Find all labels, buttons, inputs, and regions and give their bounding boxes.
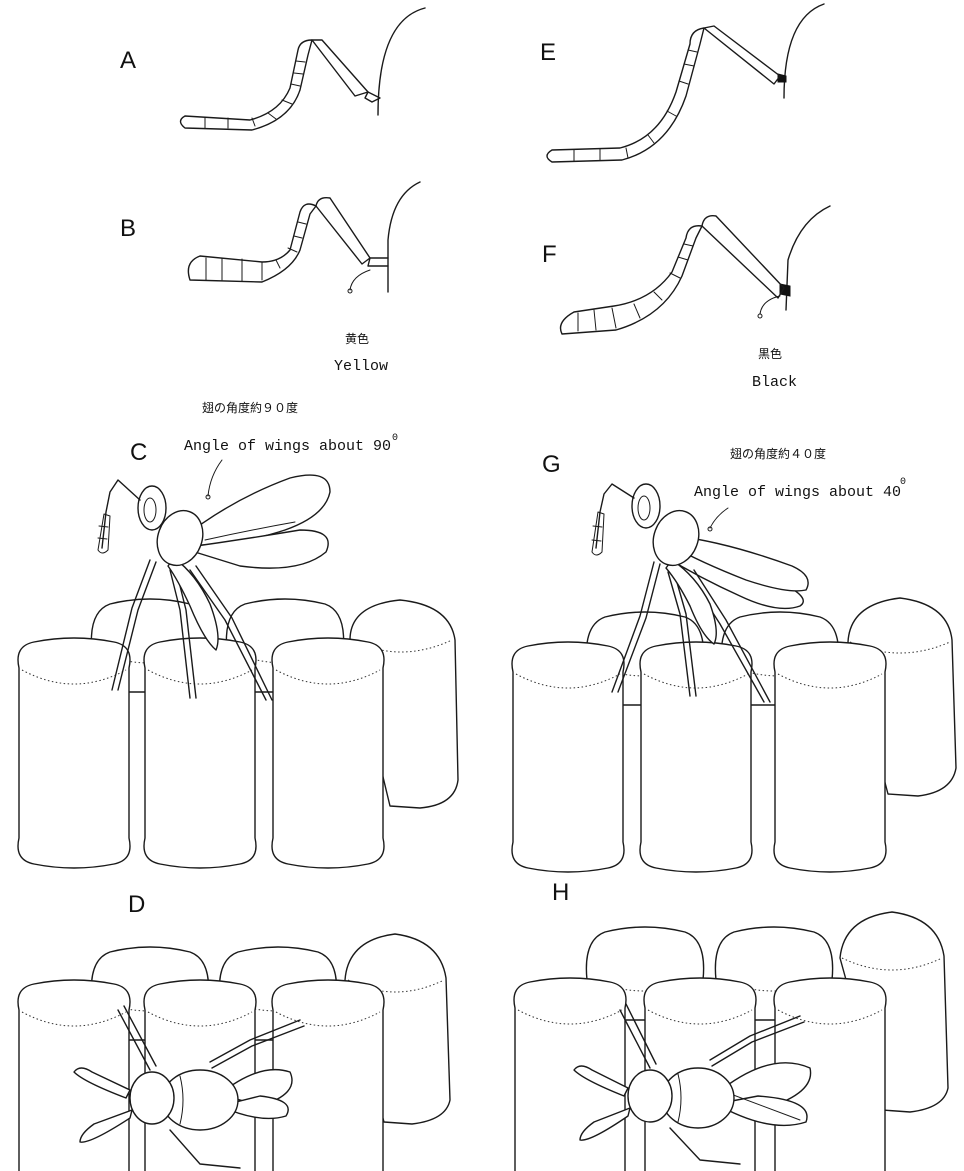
antenna-f — [561, 206, 831, 334]
label-angle40-jp: 翅の角度約４０度 — [730, 446, 826, 461]
label-yellow-jp: 黄色 — [345, 332, 369, 346]
comb-c — [18, 599, 458, 868]
antenna-e — [547, 4, 824, 162]
panel-letter-c: C — [130, 439, 147, 466]
label-yellow-en: Yellow — [334, 358, 388, 375]
label-angle90-degree: 0 — [392, 433, 398, 444]
panel-letter-f: F — [542, 241, 557, 268]
panel-letter-e: E — [540, 39, 556, 66]
antenna-b — [188, 182, 420, 293]
panel-letter-b: B — [120, 215, 136, 242]
panel-letter-g: G — [542, 451, 561, 478]
panel-letter-h: H — [552, 879, 569, 906]
label-angle90-jp: 翅の角度約９０度 — [202, 400, 298, 415]
label-angle40-degree: 0 — [900, 477, 906, 488]
antenna-a — [181, 8, 426, 130]
comb-g — [512, 598, 956, 872]
label-black-en: Black — [752, 374, 797, 391]
leader-line-g — [710, 508, 728, 528]
panel-letter-d: D — [128, 891, 145, 918]
label-black-jp: 黒色 — [758, 347, 782, 361]
panel-letter-a: A — [120, 47, 136, 74]
label-angle90-en: Angle of wings about 90 — [184, 438, 391, 455]
leader-line-c — [208, 460, 222, 496]
label-angle40-en: Angle of wings about 40 — [694, 484, 901, 501]
comb-h — [514, 912, 948, 1171]
